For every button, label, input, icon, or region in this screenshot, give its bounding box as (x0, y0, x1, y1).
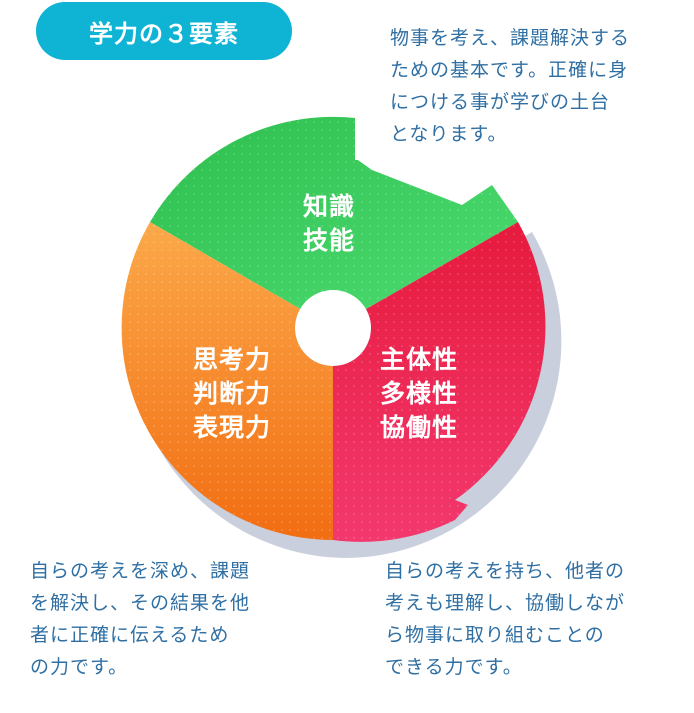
ring-segments (121, 116, 546, 542)
attitude-description: 自らの考えを持ち、他者の 考えも理解し、協働しなが ら物事に取り組むことの でき… (385, 560, 626, 678)
title-badge: 学力の３要素 (36, 2, 292, 60)
knowledge-label: 知識 技能 (303, 192, 356, 255)
segment-thinking-dots (121, 222, 334, 540)
segment-attitude-dots (333, 222, 546, 542)
knowledge-description: 物事を考え、課題解決する ための基本です。正確に身 につける事が学びの土台 とな… (390, 27, 631, 145)
thinking-label: 思考力 判断力 表現力 (193, 345, 272, 442)
title-text: 学力の３要素 (89, 19, 239, 48)
segment-knowledge-dots (150, 116, 518, 329)
attitude-label: 主体性 多様性 協働性 (380, 345, 459, 442)
notch-top (355, 118, 372, 160)
thinking-description: 自らの考えを深め、課題 を解決し、その結果を他 者に正確に伝えるため の力です。 (30, 560, 251, 678)
